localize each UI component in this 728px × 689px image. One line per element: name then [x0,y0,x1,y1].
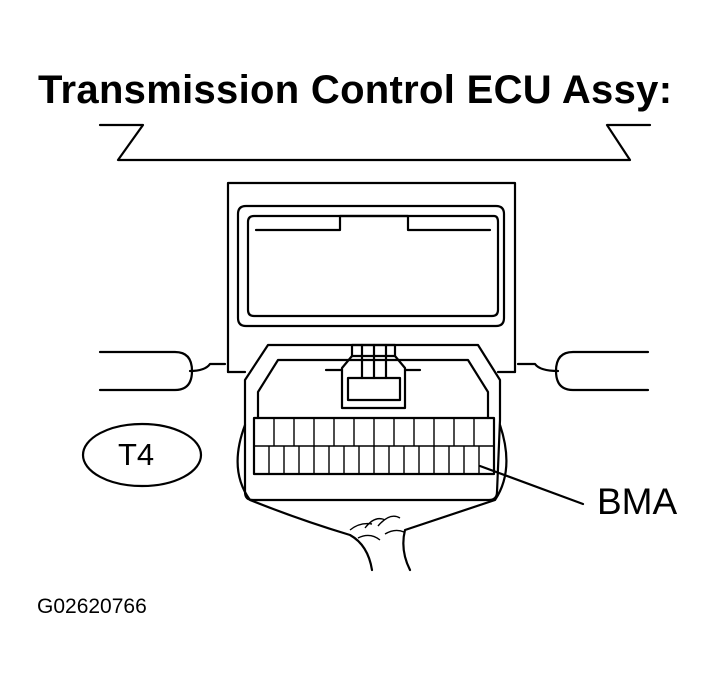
plug-connector [243,343,502,502]
plug-latch [340,343,407,410]
wire-harness [236,423,508,572]
pin-grid [252,416,496,476]
connector-id-label: T4 [118,437,155,472]
title-bracket [98,123,652,162]
figure-code: G02620766 [37,595,147,618]
upper-socket [236,204,506,328]
callout-leader [478,464,585,506]
right-wire [554,350,650,392]
ecu-housing [226,181,517,374]
left-wire [98,350,194,392]
socket-key [254,214,492,232]
pin-callout-label: BMA [597,481,678,522]
diagram-title: Transmission Control ECU Assy: [38,68,673,112]
connector-id-ellipse [81,422,203,488]
